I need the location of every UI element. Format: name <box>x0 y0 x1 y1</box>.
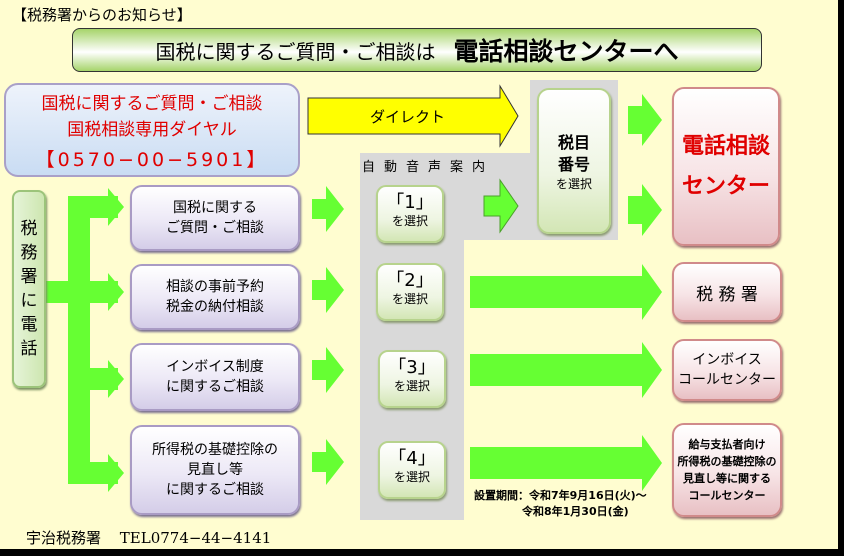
select-number: 「3」 <box>388 357 436 378</box>
tax-item-number-box[interactable]: 税目 番号 を選択 <box>537 88 611 234</box>
dedicated-dial-box: 国税に関するご質問・ご相談 国税相談専用ダイヤル 【0570−00−5901】 <box>4 83 300 177</box>
destination-line: コールセンター <box>678 372 776 388</box>
call-char: 電 <box>20 315 38 335</box>
footer-contact: 宇治税務署 TEL0774−44−4141 <box>26 527 271 548</box>
select-label: を選択 <box>393 379 430 393</box>
center-line-2: センター <box>681 173 770 199</box>
select-number: 「4」 <box>388 448 436 469</box>
topic-line: に関するご相談 <box>166 379 264 395</box>
branch-arrowhead-4 <box>108 454 124 492</box>
dial-number[interactable]: 【0570−00−5901】 <box>35 149 269 171</box>
center-line-1: 電話相談 <box>681 133 770 159</box>
long-arrow-4 <box>470 435 662 491</box>
call-char: 税 <box>20 219 38 239</box>
office-tel[interactable]: TEL0774−44−4141 <box>119 529 272 547</box>
long-arrow-3 <box>470 342 662 398</box>
destination-line: 見直し等に関する <box>683 472 771 485</box>
select-button-4[interactable]: 「4」 を選択 <box>378 441 446 499</box>
taxitem-to-center-arrow-1 <box>628 94 662 146</box>
bracket-trunk <box>68 196 90 484</box>
banner-title: 電話相談センターへ <box>453 37 679 66</box>
destination-line: 所得税の基礎控除の <box>677 455 777 468</box>
topic-line: に関するご相談 <box>166 482 264 498</box>
banner-lead: 国税に関するご質問・ご相談は <box>155 39 436 64</box>
topic-arrow-2 <box>312 267 344 313</box>
period-line-1: 設置期間：令和7年9月16日(火)～ <box>474 489 647 502</box>
topic-line: 所得税の基礎控除の <box>152 442 278 458</box>
dial-line-2: 国税相談専用ダイヤル <box>67 120 237 140</box>
period-line-2: 令和8年1月30日(金) <box>522 505 629 518</box>
topic-line: インボイス制度 <box>166 359 264 375</box>
bracket-branch-1 <box>68 196 118 218</box>
select-number: 「1」 <box>386 192 434 213</box>
tax-item-line-3: を選択 <box>555 177 592 191</box>
topic-box-national-tax-questions: 国税に関する ご質問・ご相談 <box>130 185 300 251</box>
branch-arrowhead-1 <box>108 188 124 226</box>
call-char: 署 <box>20 267 38 287</box>
taxitem-to-center-arrow-2 <box>628 184 662 236</box>
setup-period: 設置期間：令和7年9月16日(火)～ 令和8年1月30日(金) <box>474 488 647 520</box>
call-char: 話 <box>20 339 38 359</box>
topic-line: ご質問・ご相談 <box>166 220 264 236</box>
call-char: 務 <box>20 243 38 263</box>
topic-arrow-1 <box>312 186 344 232</box>
topic-line: 国税に関する <box>173 200 257 216</box>
tax-item-line-1: 税目 <box>557 133 590 152</box>
notice-label: 【税務署からのお知らせ】 <box>12 6 192 24</box>
select-number: 「2」 <box>386 270 434 291</box>
destination-tax-office: 税 務 署 <box>672 262 782 322</box>
topic-box-basic-deduction-review: 所得税の基礎控除の 見直し等 に関するご相談 <box>130 425 300 515</box>
call-char: に <box>20 291 38 311</box>
headline-banner: 国税に関するご質問・ご相談は 電話相談センターへ <box>72 28 762 72</box>
select-button-2[interactable]: 「2」 を選択 <box>376 263 444 321</box>
select-button-1[interactable]: 「1」 を選択 <box>376 185 444 243</box>
direct-arrow <box>307 84 519 148</box>
select-label: を選択 <box>391 214 428 228</box>
bracket-branch-2 <box>46 281 118 303</box>
topic-box-reservation-payment: 相談の事前予約 税金の納付相談 <box>130 264 300 330</box>
long-arrow-2 <box>470 264 662 320</box>
branch-arrowhead-2 <box>108 273 124 311</box>
topic-arrow-4 <box>312 439 344 485</box>
select-label: を選択 <box>391 292 428 306</box>
destination-line: 給与支払者向け <box>688 438 766 451</box>
destination-line: 税 務 署 <box>696 284 758 305</box>
topic-to-select-arrows <box>312 186 344 485</box>
call-tax-office-box: 税 務 署 に 電 話 <box>12 190 46 388</box>
select-button-3[interactable]: 「3」 を選択 <box>378 350 446 408</box>
branch-arrowhead-3 <box>108 360 124 398</box>
direct-label: ダイレクト <box>370 108 446 126</box>
destination-line: インボイス <box>692 352 762 368</box>
topic-line: 相談の事前予約 <box>166 279 264 295</box>
office-name: 宇治税務署 <box>26 529 102 547</box>
topic-line: 見直し等 <box>187 462 243 478</box>
select1-to-taxitem-arrow <box>483 178 519 234</box>
destination-basic-deduction-call-center: 給与支払者向け 所得税の基礎控除の 見直し等に関する コールセンター <box>672 423 782 517</box>
topic-line: 税金の納付相談 <box>166 299 264 315</box>
destination-line: コールセンター <box>688 489 766 502</box>
auto-voice-label: 自動音声案内 <box>362 160 495 175</box>
tax-item-line-2: 番号 <box>557 155 590 174</box>
phone-consultation-center-box: 電話相談 センター <box>672 87 780 246</box>
destination-invoice-call-center: インボイス コールセンター <box>672 339 782 401</box>
topic-box-invoice-system: インボイス制度 に関するご相談 <box>130 343 300 411</box>
dial-line-1: 国税に関するご質問・ご相談 <box>41 94 263 114</box>
topic-arrow-3 <box>312 347 344 393</box>
select-label: を選択 <box>393 470 430 484</box>
